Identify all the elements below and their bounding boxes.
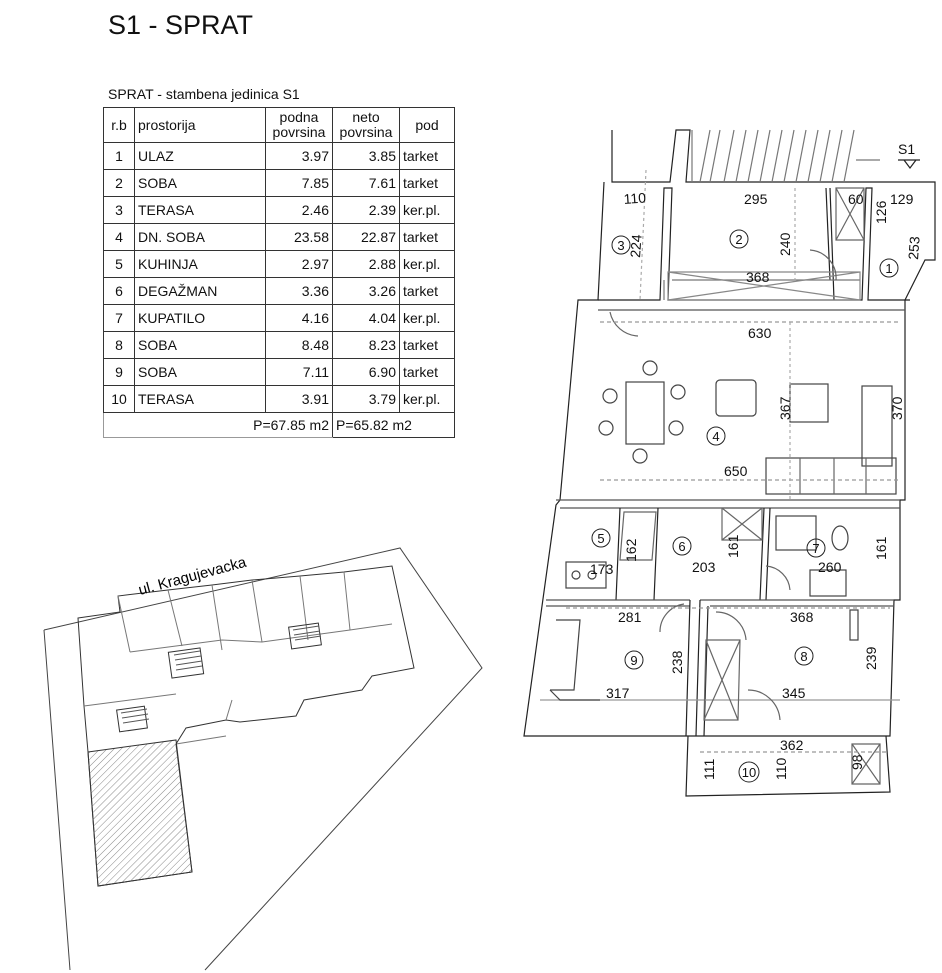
dim-110-b: 110 (773, 757, 789, 780)
dim-239: 239 (863, 646, 879, 670)
dim-650: 650 (724, 463, 748, 479)
dim-161-a: 161 (725, 534, 741, 558)
dim-260: 260 (818, 559, 842, 575)
header-floor: pod (399, 107, 455, 143)
table-total-row: P=67.85 m2 P=65.82 m2 (103, 412, 455, 438)
room-number-8: 8 (800, 649, 807, 664)
dim-240: 240 (777, 232, 793, 256)
room-number-5: 5 (597, 531, 604, 546)
dim-162: 162 (623, 538, 639, 562)
dim-253: 253 (905, 236, 923, 261)
dim-129: 129 (890, 191, 914, 207)
room-number-9: 9 (630, 653, 637, 668)
dim-630: 630 (748, 325, 772, 341)
page-title: S1 - SPRAT (108, 10, 254, 40)
header-room: prostorija (134, 107, 266, 143)
dim-238: 238 (669, 650, 685, 674)
dim-98: 98 (849, 754, 865, 770)
dim-173: 173 (590, 561, 614, 577)
dim-126: 126 (873, 200, 889, 224)
header-rb: r.b (103, 107, 135, 143)
street-label: ul. Kragujevacka (137, 554, 249, 599)
dim-368-a: 368 (746, 269, 770, 285)
dim-368-b: 368 (790, 609, 814, 625)
section-mark: S1 (898, 141, 915, 157)
room-number-4: 4 (712, 429, 719, 444)
dim-224: 224 (627, 234, 645, 259)
dim-345: 345 (782, 685, 806, 701)
dim-203: 203 (692, 559, 716, 575)
room-number-3: 3 (617, 238, 624, 253)
dim-370: 370 (889, 396, 905, 420)
room-number-7: 7 (812, 541, 819, 556)
total-net-area: P=65.82 m2 (332, 412, 455, 438)
hatched-unit-area (87, 739, 193, 887)
room-number-6: 6 (678, 539, 685, 554)
room-number-10: 10 (742, 765, 756, 780)
dim-295: 295 (744, 191, 768, 207)
total-gross-area: P=67.85 m2 (103, 412, 333, 438)
dim-317: 317 (606, 685, 630, 701)
dim-111: 111 (701, 759, 717, 780)
dim-281: 281 (618, 609, 642, 625)
room-number-1: 1 (885, 261, 892, 276)
room-number-2: 2 (735, 232, 742, 247)
dim-367: 367 (777, 396, 793, 420)
dim-362: 362 (780, 737, 804, 753)
table-caption: SPRAT - stambena jedinica S1 (108, 86, 300, 102)
dim-110: 110 (623, 189, 647, 207)
dim-60: 60 (848, 191, 864, 207)
dim-161-b: 161 (873, 536, 889, 560)
